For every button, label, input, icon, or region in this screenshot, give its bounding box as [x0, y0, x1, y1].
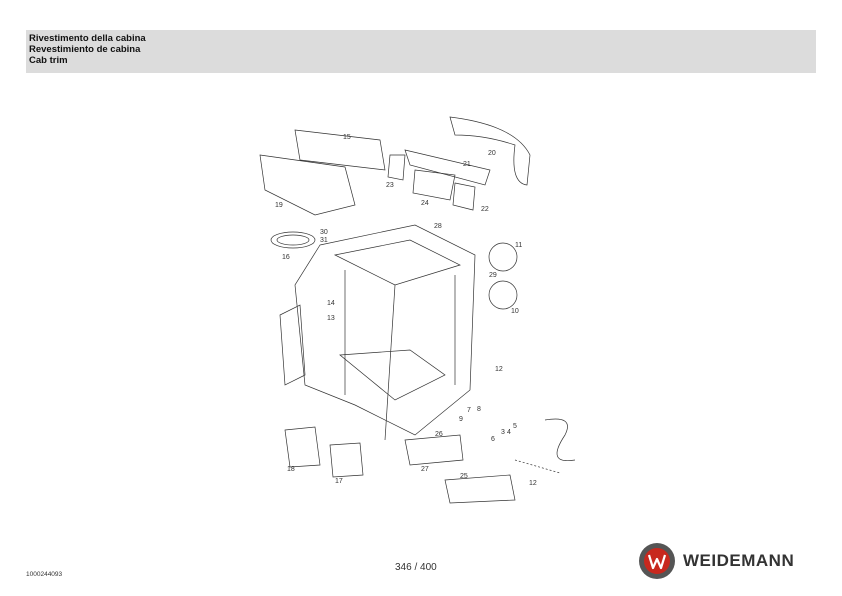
callout: 16	[282, 254, 290, 261]
callout: 8	[477, 406, 481, 413]
callout: 14	[327, 300, 335, 307]
part-12-cable	[544, 418, 576, 462]
title-spanish: Revestimiento de cabina	[29, 44, 141, 55]
callout: 11	[515, 242, 522, 249]
callout: 31	[320, 237, 328, 244]
exploded-parts-diagram: 15 20 21 23 24 22 19 28 30 31 11 16 29 1…	[245, 105, 615, 515]
callout: 26	[435, 431, 443, 438]
cab-roof	[333, 239, 461, 286]
callout: 7	[467, 407, 471, 414]
callout: 22	[481, 206, 489, 213]
part-25	[444, 474, 516, 504]
part-21-strip	[404, 149, 491, 186]
callout: 5	[513, 423, 517, 430]
callout: 18	[287, 466, 295, 473]
part-19-panel	[259, 154, 356, 216]
callout: 3	[501, 429, 505, 436]
callout: 19	[275, 202, 283, 209]
callout: 25	[460, 473, 468, 480]
cab-floor	[339, 349, 446, 401]
callout: 28	[434, 223, 442, 230]
callout: 23	[386, 182, 394, 189]
detail-10	[488, 280, 518, 310]
callout: 10	[511, 308, 519, 315]
title-italian: Rivestimento della cabina	[29, 33, 146, 44]
cab-frame	[294, 224, 476, 436]
page-number: 346 / 400	[395, 562, 437, 573]
callout: 24	[421, 200, 429, 207]
part-24	[412, 169, 456, 201]
callout: 9	[459, 416, 463, 423]
callout: 20	[488, 150, 496, 157]
callout: 12	[529, 480, 537, 487]
page-header: Rivestimento della cabina Revestimiento …	[26, 30, 816, 73]
part-16-seal	[270, 231, 316, 249]
detail-11	[488, 242, 518, 272]
cab-trim-drawing: 15 20 21 23 24 22 19 28 30 31 11 16 29 1…	[259, 116, 576, 504]
callout: 12	[495, 366, 503, 373]
part-17	[329, 442, 364, 478]
part-15-panel	[294, 129, 386, 171]
callout: 29	[489, 272, 497, 279]
title-english: Cab trim	[29, 55, 68, 66]
part-23	[387, 154, 406, 181]
callout: 21	[463, 161, 471, 168]
callout: 27	[421, 466, 429, 473]
callout-labels: 15 20 21 23 24 22 19 28 30 31 11 16 29 1…	[275, 134, 537, 487]
callout: 4	[507, 429, 511, 436]
callout: 6	[491, 436, 495, 443]
callout: 13	[327, 315, 335, 322]
part-22	[452, 182, 476, 211]
callout: 15	[343, 134, 351, 141]
brand-name: WEIDEMANN	[683, 551, 795, 570]
callout: 17	[335, 478, 343, 485]
document-id: 1000244093	[26, 571, 63, 578]
part-18	[284, 426, 321, 468]
callout: 30	[320, 229, 328, 236]
door-panel	[279, 304, 306, 386]
part-26	[404, 434, 464, 466]
part-20-panel	[449, 116, 531, 186]
weidemann-logo-icon	[638, 542, 676, 580]
